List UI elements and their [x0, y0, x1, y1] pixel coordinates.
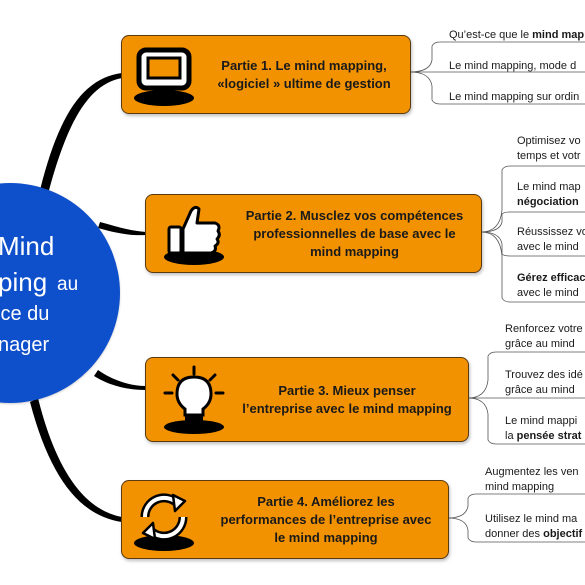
leaf-text: Le mind mapping sur ordin — [449, 91, 580, 103]
leaf-text: Utilisez le mind ma — [485, 513, 578, 525]
leaf-line: grâce au mind — [505, 383, 583, 398]
leaf-line: donner des objectif — [485, 527, 582, 542]
leaf-text: avec le mind — [517, 241, 579, 253]
leaf-line: la pensée strat — [505, 429, 581, 444]
leaf-line: Renforcez votre — [505, 322, 583, 337]
part-1-node[interactable]: Partie 1. Le mind mapping, «logiciel » u… — [121, 35, 411, 114]
leaf-line: Le mind mappi — [505, 414, 581, 429]
part-1-title-line-2: «logiciel » ultime de gestion — [217, 75, 391, 91]
part-3-title-line-1: Partie 3. Mieux penser — [278, 382, 416, 398]
leaf-topic[interactable]: Le mind mapping sur ordin — [449, 90, 579, 105]
main-branch-2 — [98, 222, 146, 236]
leaf-topic[interactable]: Gérez efficac avec le mind — [517, 271, 585, 301]
leaf-topic[interactable]: Utilisez le mind ma donner des objectif — [485, 512, 582, 542]
main-branch-3 — [94, 370, 146, 390]
leaf-line: grâce au mind — [505, 337, 583, 352]
leaf-text: Le mind map — [517, 181, 581, 193]
leaf-line: Réussissez vo — [517, 225, 585, 240]
leaf-line: Le mind mapping, mode d — [449, 59, 576, 74]
leaf-text: Renforcez votre — [505, 323, 583, 335]
leaf-line: temps et votr — [517, 149, 581, 164]
thumbs-up-icon — [156, 195, 232, 272]
leaf-text: Le mind mappi — [505, 415, 578, 427]
hub-line-5: nager — [0, 334, 50, 356]
part-4-title-line-3: le mind mapping — [274, 529, 378, 545]
leaf-text: Trouvez des idé — [505, 369, 583, 381]
leaf-text: grâce au mind — [505, 384, 575, 396]
part-3-node[interactable]: Partie 3. Mieux penser l’entreprise avec… — [145, 357, 469, 442]
leaf-line: Le mind mapping sur ordin — [449, 90, 579, 105]
leaf-line: Trouvez des idé — [505, 368, 583, 383]
leaf-topic[interactable]: Augmentez les ven mind mapping — [485, 465, 579, 495]
leaf-connectors — [409, 41, 585, 543]
leaf-line: Utilisez le mind ma — [485, 512, 582, 527]
leaf-text-bold: négociation — [517, 196, 579, 208]
leaf-topic[interactable]: Le mind mapping, mode d — [449, 59, 576, 74]
leaf-line: négociation — [517, 195, 581, 210]
leaf-text: temps et votr — [517, 150, 581, 162]
leaf-line: mind mapping — [485, 480, 579, 495]
part-2-node[interactable]: Partie 2. Musclez vos compétences profes… — [145, 194, 482, 273]
leaf-text-bold: objectif — [543, 528, 583, 540]
hub-line-2: ping — [0, 267, 48, 297]
leaf-text: Qu’est-ce que le — [449, 29, 533, 41]
leaf-topic[interactable]: Qu’est-ce que le mind map — [449, 28, 584, 43]
leaf-line: Gérez efficac — [517, 271, 585, 286]
leaf-text: donner des — [485, 528, 544, 540]
leaf-text: Réussissez vo — [517, 226, 585, 238]
leaf-text: mind mapping — [485, 481, 555, 493]
leaf-line: Optimisez vo — [517, 134, 581, 149]
part-1-title-line-1: Partie 1. Le mind mapping, — [221, 57, 387, 73]
leaf-text: grâce au mind — [505, 338, 575, 350]
leaf-text: Optimisez vo — [517, 135, 581, 147]
hub-line-1: Mind — [0, 231, 55, 261]
part-4-title-line-2: performances de l’entreprise avec — [220, 511, 432, 527]
leaf-text: avec le mind — [517, 287, 579, 299]
main-branch-4 — [30, 398, 122, 522]
part-4-title-line-1: Partie 4. Améliorez les — [257, 493, 395, 509]
leaf-line: avec le mind — [517, 240, 585, 255]
hub-line-4: ice du — [0, 303, 50, 325]
leaf-text-bold: pensée strat — [516, 430, 582, 442]
hub-line-3: au — [57, 274, 79, 295]
computer-monitor-icon — [126, 36, 202, 113]
leaf-line: avec le mind — [517, 286, 585, 301]
part-2-title-line-2: professionnelles de base avec le — [253, 225, 456, 241]
leaf-topic[interactable]: Réussissez vo avec le mind — [517, 225, 585, 255]
leaf-line: Qu’est-ce que le mind map — [449, 28, 584, 43]
leaf-text: la — [505, 430, 517, 442]
lightbulb-icon — [156, 358, 232, 441]
main-branch-1 — [40, 73, 122, 194]
part-2-title-line-3: mind mapping — [310, 243, 399, 259]
leaf-line: Le mind map — [517, 180, 581, 195]
part-2-title-line-1: Partie 2. Musclez vos compétences — [245, 207, 464, 223]
leaf-topic[interactable]: Renforcez votre grâce au mind — [505, 322, 583, 352]
leaf-text-bold: Gérez efficac — [517, 272, 585, 284]
leaf-topic[interactable]: Le mind mappi la pensée strat — [505, 414, 581, 444]
leaf-topic[interactable]: Optimisez vo temps et votr — [517, 134, 581, 164]
leaf-text-bold: mind map — [532, 29, 585, 41]
leaf-topic[interactable]: Trouvez des idé grâce au mind — [505, 368, 583, 398]
refresh-cycle-icon — [126, 481, 202, 558]
leaf-line: Augmentez les ven — [485, 465, 579, 480]
part-4-node[interactable]: Partie 4. Améliorez les performances de … — [121, 480, 449, 559]
part-3-title-line-2: l’entreprise avec le mind mapping — [242, 400, 452, 416]
leaf-topic[interactable]: Le mind map négociation — [517, 180, 581, 210]
leaf-text: Augmentez les ven — [485, 466, 579, 478]
leaf-text: Le mind mapping, mode d — [449, 60, 577, 72]
